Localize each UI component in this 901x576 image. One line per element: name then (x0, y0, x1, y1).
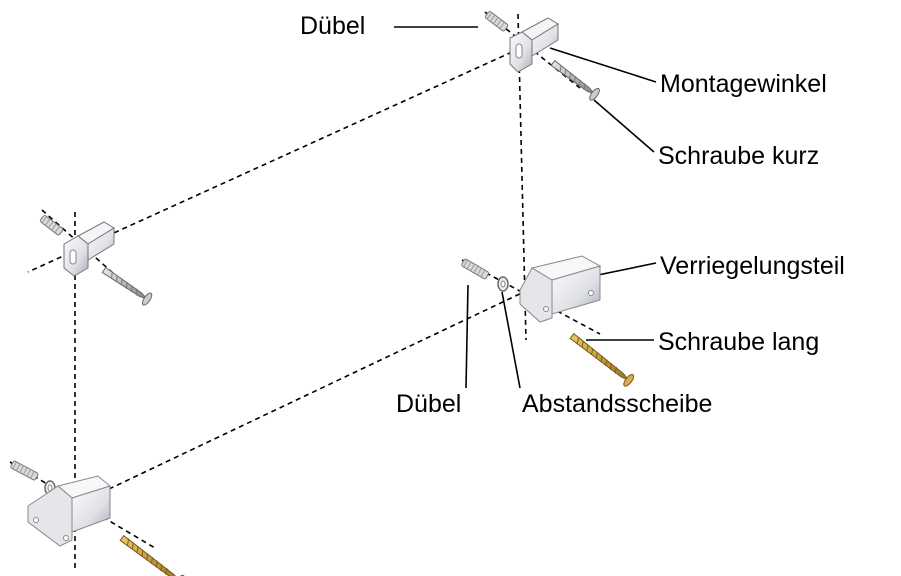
right-lock-assembly (461, 255, 635, 387)
short-screw-icon (550, 59, 600, 101)
locking-part-icon (519, 255, 602, 323)
left-bracket-assembly (39, 215, 153, 306)
mounting-bracket-icon (509, 17, 559, 73)
label-duebel-bottom: Dübel (396, 390, 462, 418)
top-bracket-assembly (484, 11, 600, 101)
alignment-line-lower-diagonal (47, 289, 529, 519)
wall-dowel-icon (10, 460, 39, 481)
mounting-bracket-icon (63, 221, 115, 277)
leader-abstandsscheibe (501, 291, 521, 389)
long-screw-icon (569, 332, 635, 387)
label-montagewinkel: Montagewinkel (660, 70, 827, 98)
wall-dowel-icon (461, 258, 490, 280)
spacer-washer-icon (497, 276, 509, 292)
wall-dowel-icon (484, 11, 509, 32)
long-screw-icon (119, 534, 185, 576)
left-lock-assembly (10, 460, 185, 576)
wall-dowel-icon (39, 215, 64, 236)
leader-verriegelungsteil (597, 262, 657, 276)
short-screw-icon (101, 266, 153, 306)
leader-lines (394, 26, 657, 389)
locking-part-icon (27, 475, 112, 547)
axis-line-lock-right (461, 259, 601, 335)
label-abstandsscheibe: Abstandsscheibe (522, 390, 713, 418)
leader-montagewinkel (549, 47, 657, 83)
label-schraube-kurz: Schraube kurz (658, 142, 820, 170)
leader-duebel-bottom (465, 284, 469, 389)
label-verriegelungsteil: Verriegelungsteil (660, 252, 845, 280)
leader-schraube-kurz (593, 99, 655, 153)
label-duebel-top: Dübel (300, 12, 366, 40)
label-schraube-lang: Schraube lang (658, 328, 820, 356)
